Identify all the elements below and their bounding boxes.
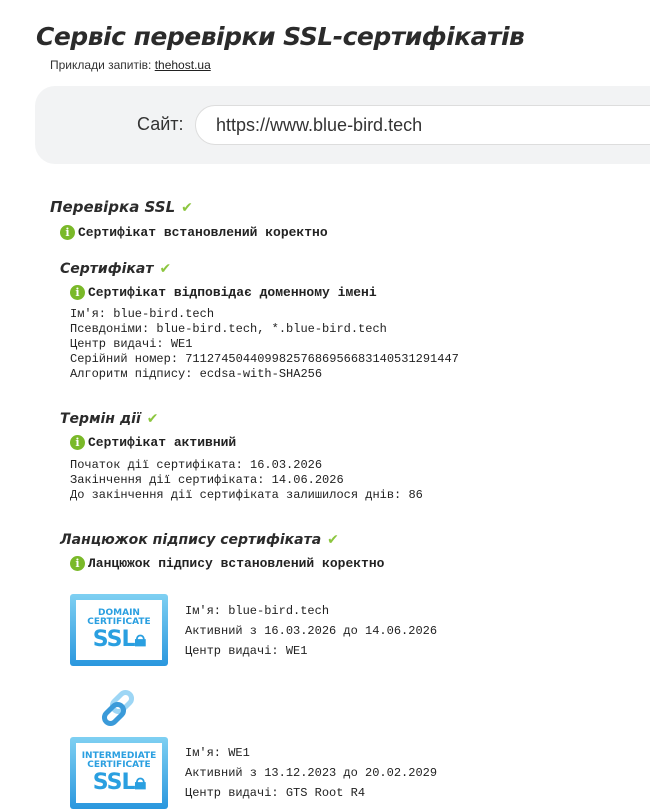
badge-text: INTERMEDIATE [81,751,157,762]
chain-cert-active: Активний з 16.03.2026 до 14.06.2026 [185,624,438,638]
chain-heading: Ланцюжок підпису сертифіката ✔ [60,532,339,548]
check-icon: ✔ [181,200,193,216]
badge-ssl: SSL🔒︎ [92,769,147,795]
status-text: Сертифікат встановлений коректно [78,225,328,240]
chain-cert-name: Ім'я: WE1 [185,746,250,760]
badge-ssl: SSL🔒︎ [92,626,147,652]
ssl-check-heading: Перевірка SSL ✔ [50,198,193,216]
info-icon: i [70,435,85,450]
info-icon: i [60,225,75,240]
heading-text: Перевірка SSL [50,198,176,216]
badge-text: CERTIFICATE [87,617,151,628]
cert-aliases: Псевдоніми: blue-bird.tech, *.blue-bird.… [70,322,387,336]
examples-label: Приклади запитів: [50,58,152,72]
chain-cert-name: Ім'я: blue-bird.tech [185,604,330,618]
heading-text: Сертифікат [60,261,154,277]
status-text: Сертифікат відповідає доменному імені [88,285,377,300]
lock-icon: 🔒︎ [134,626,147,652]
cert-issuer: Центр видачі: WE1 [70,337,193,351]
example-link[interactable]: thehost.ua [154,58,211,72]
examples: Приклади запитів: thehost.ua [50,58,211,72]
badge-text: CERTIFICATE [87,760,151,771]
cert-algorithm: Алгоритм підпису: ecdsa-with-SHA256 [70,367,323,381]
validity-heading: Термін дії ✔ [60,411,159,427]
info-icon: i [70,285,85,300]
certificate-heading: Сертифікат ✔ [60,261,171,277]
heading-text: Ланцюжок підпису сертифіката [60,532,322,548]
status-text: Сертифікат активний [88,435,237,450]
intermediate-certificate-badge: INTERMEDIATE CERTIFICATE SSL🔒︎ [70,737,168,809]
check-icon: ✔ [327,532,339,548]
validity-days-left: До закінчення дії сертифіката залишилося… [70,488,423,502]
check-icon: ✔ [159,261,172,277]
page-title: Сервіс перевірки SSL-сертифікатів [36,22,525,51]
info-icon: i [70,556,85,571]
cert-name: Ім'я: blue-bird.tech [70,307,215,321]
chain-cert-issuer: Центр видачі: WE1 [185,644,308,658]
site-input[interactable] [195,105,650,145]
status-text: Ланцюжок підпису встановлений коректно [88,556,385,571]
check-icon: ✔ [146,411,159,427]
chain-cert-active: Активний з 13.12.2023 до 20.02.2029 [185,766,438,780]
domain-certificate-badge: DOMAIN CERTIFICATE SSL🔒︎ [70,594,168,666]
lock-icon: 🔒︎ [134,769,147,795]
site-label: Сайт: [137,114,184,134]
cert-serial: Серійний номер: 711274504409982576869566… [70,352,459,366]
badge-text: DOMAIN [98,608,140,619]
chain-cert-issuer: Центр видачі: GTS Root R4 [185,786,366,800]
validity-end: Закінчення дії сертифіката: 14.06.2026 [70,473,344,487]
chain-link-icon [101,689,135,727]
validity-start: Початок дії сертифіката: 16.03.2026 [70,458,323,472]
heading-text: Термін дії [60,411,141,427]
